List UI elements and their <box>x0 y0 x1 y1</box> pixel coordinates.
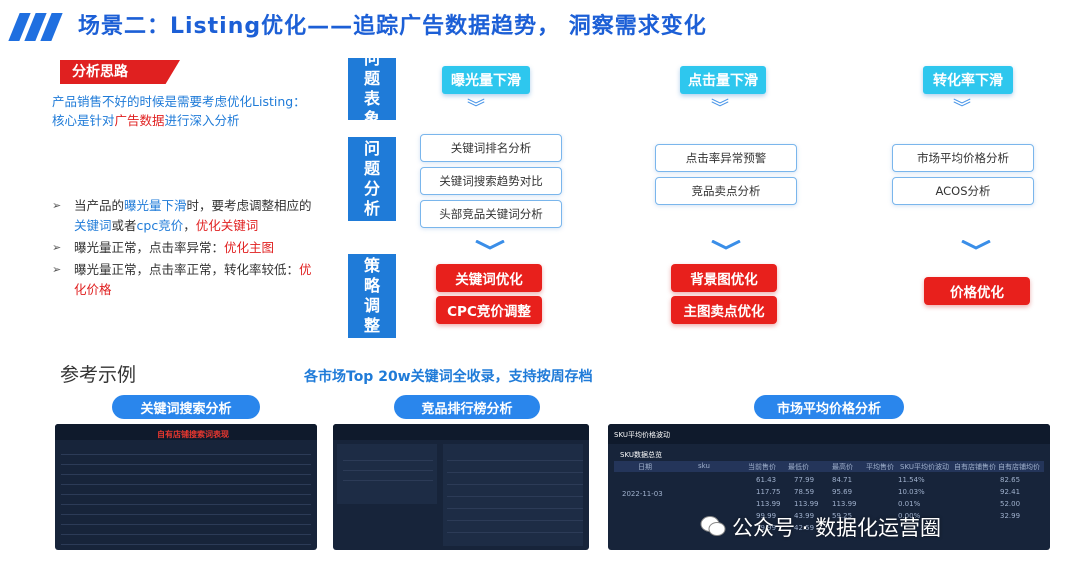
page-title: 场景二：Listing优化——追踪广告数据趋势， 洞察需求变化 <box>78 14 707 39</box>
chevron-down-icon <box>711 240 741 250</box>
screenshot-competitor-rank <box>333 424 589 550</box>
col1-action: CPC竞价调整 <box>436 296 542 324</box>
arrow-icon: ➢ <box>52 241 62 254</box>
wechat-icon <box>700 516 726 536</box>
analysis-bullets: ➢ 当产品的曝光量下滑时，要考虑调整相应的关键词或者cpc竞价，优化关键词 ➢ … <box>52 196 320 302</box>
col3-action: 价格优化 <box>924 277 1030 305</box>
col3-analysis-item: ACOS分析 <box>892 177 1034 205</box>
intro-line-1: 产品销售不好的时候是需要考虑优化Listing： <box>52 94 306 109</box>
col2-analysis-item: 竞品卖点分析 <box>655 177 797 205</box>
double-chevron-down-icon: ︾ <box>953 98 971 119</box>
bullet-item: ➢ 当产品的曝光量下滑时，要考虑调整相应的关键词或者cpc竞价，优化关键词 <box>52 198 312 233</box>
double-chevron-down-icon: ︾ <box>467 98 485 119</box>
analysis-tag: 分析思路 <box>60 60 180 84</box>
chevron-down-icon <box>475 240 505 250</box>
pill-keyword-search: 关键词搜索分析 <box>112 395 260 419</box>
examples-title: 参考示例 <box>60 364 137 386</box>
examples-subtitle: 各市场Top 20w关键词全收录，支持按周存档 <box>304 369 593 385</box>
col2-header: 点击量下滑 <box>680 66 766 94</box>
pill-competitor-rank: 竞品排行榜分析 <box>394 395 540 419</box>
intro-line-2: 核心是针对广告数据进行深入分析 <box>52 113 240 128</box>
col2-action: 主图卖点优化 <box>671 296 777 324</box>
col2-analysis-item: 点击率异常预警 <box>655 144 797 172</box>
row-label-analysis: 问题分析 <box>348 137 396 221</box>
screenshot-keyword-search: 自有店铺搜索词表现 <box>55 424 317 550</box>
col1-analysis-item: 头部竞品关键词分析 <box>420 200 562 228</box>
col1-analysis-item: 关键词排名分析 <box>420 134 562 162</box>
col1-analysis-item: 关键词搜索趋势对比 <box>420 167 562 195</box>
arrow-icon: ➢ <box>52 263 62 276</box>
col2-action: 背景图优化 <box>671 264 777 292</box>
watermark: 公众号 · 数据化运营圈 <box>732 516 942 540</box>
col3-header: 转化率下滑 <box>923 66 1013 94</box>
shot1-title: 自有店铺搜索词表现 <box>157 430 229 439</box>
chevron-down-icon <box>961 240 991 250</box>
screenshot-market-price: SKU平均价格波动 SKU数据总览 日期 sku 当前售价 最低价 最高价 平均… <box>608 424 1050 550</box>
shot3-header: SKU平均价格波动 <box>614 431 670 439</box>
shot3-section: SKU数据总览 <box>620 451 662 459</box>
col1-action: 关键词优化 <box>436 264 542 292</box>
col1-header: 曝光量下滑 <box>442 66 530 94</box>
pill-market-price: 市场平均价格分析 <box>754 395 904 419</box>
double-chevron-down-icon: ︾ <box>711 98 729 119</box>
row-label-symptom: 问题表象 <box>348 58 396 120</box>
bullet-item: ➢ 曝光量正常，点击率正常，转化率较低：优化价格 <box>52 262 312 297</box>
arrow-icon: ➢ <box>52 199 62 212</box>
analysis-intro: 产品销售不好的时候是需要考虑优化Listing： 核心是针对广告数据进行深入分析 <box>52 92 352 130</box>
shot3-date: 2022-11-03 <box>622 490 663 498</box>
row-label-strategy: 策略调整 <box>348 254 396 338</box>
col3-analysis-item: 市场平均价格分析 <box>892 144 1034 172</box>
bullet-item: ➢ 曝光量正常，点击率异常：优化主图 <box>52 238 320 258</box>
